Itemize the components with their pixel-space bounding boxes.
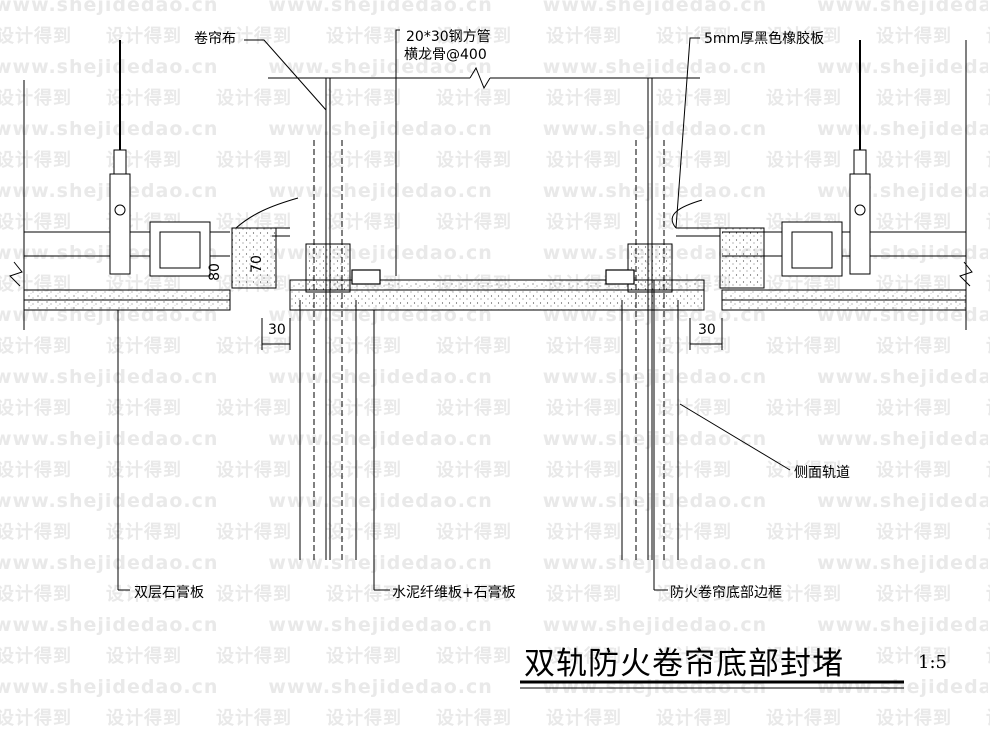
label-rubber-plate: 5mm厚黑色橡胶板 <box>704 31 825 47</box>
rail-right <box>621 78 679 560</box>
label-keel: 横龙骨@400 <box>404 47 487 63</box>
drawing-title: 双轨防火卷帘底部封堵 <box>524 646 844 682</box>
ceiling-board-right <box>721 289 967 311</box>
watermark-cn-row: 设计得到设计得到设计得到设计得到设计得到设计得到设计得到设计得到设计得到设计得到 <box>0 88 990 109</box>
steel-tube <box>351 269 635 285</box>
dimension-80: 80 <box>206 263 223 281</box>
drawing-scale: 1:5 <box>918 652 947 673</box>
label-double-gypsum: 双层石膏板 <box>134 585 204 601</box>
ceiling-board-left <box>23 289 231 311</box>
watermark-cn-row: 设计得到设计得到设计得到设计得到设计得到设计得到设计得到设计得到设计得到设计得到 <box>0 584 990 605</box>
title-underline <box>520 680 904 689</box>
hanger-right <box>781 40 871 277</box>
watermark-cn-row: 设计得到设计得到设计得到设计得到设计得到设计得到设计得到设计得到设计得到设计得到 <box>0 336 990 357</box>
watermark-cn-row: 设计得到设计得到设计得到设计得到设计得到设计得到设计得到设计得到设计得到设计得到 <box>0 522 990 543</box>
hanger-left <box>109 40 211 277</box>
watermark-cn-row: 设计得到设计得到设计得到设计得到设计得到设计得到设计得到设计得到设计得到设计得到 <box>0 26 990 47</box>
side-box-left <box>231 227 290 289</box>
watermark-cn-row: 设计得到设计得到设计得到设计得到设计得到设计得到设计得到设计得到设计得到设计得到 <box>0 460 990 481</box>
ceiling-line <box>268 66 700 90</box>
dimension-lines <box>261 318 723 350</box>
leader-lines <box>117 29 791 591</box>
watermark-cn-row: 设计得到设计得到设计得到设计得到设计得到设计得到设计得到设计得到设计得到设计得到 <box>0 150 990 171</box>
label-cement-board: 水泥纤维板+石膏板 <box>392 585 516 601</box>
side-box-right <box>676 227 765 289</box>
dimension-70: 70 <box>248 255 265 273</box>
cement-board-middle <box>289 279 705 311</box>
dimension-right: 30 <box>698 322 716 338</box>
label-steel-tube: 20*30钢方管 <box>406 29 491 45</box>
watermark-cn-row: 设计得到设计得到设计得到设计得到设计得到设计得到设计得到设计得到设计得到设计得到 <box>0 646 990 667</box>
label-curtain-cloth: 卷帘布 <box>194 31 236 47</box>
watermark-cn-row: 设计得到设计得到设计得到设计得到设计得到设计得到设计得到设计得到设计得到设计得到 <box>0 398 990 419</box>
rail-left <box>299 78 357 560</box>
label-bottom-frame: 防火卷帘底部边框 <box>670 585 782 601</box>
label-side-rail: 侧面轨道 <box>794 465 850 481</box>
dimension-left: 30 <box>268 322 286 338</box>
